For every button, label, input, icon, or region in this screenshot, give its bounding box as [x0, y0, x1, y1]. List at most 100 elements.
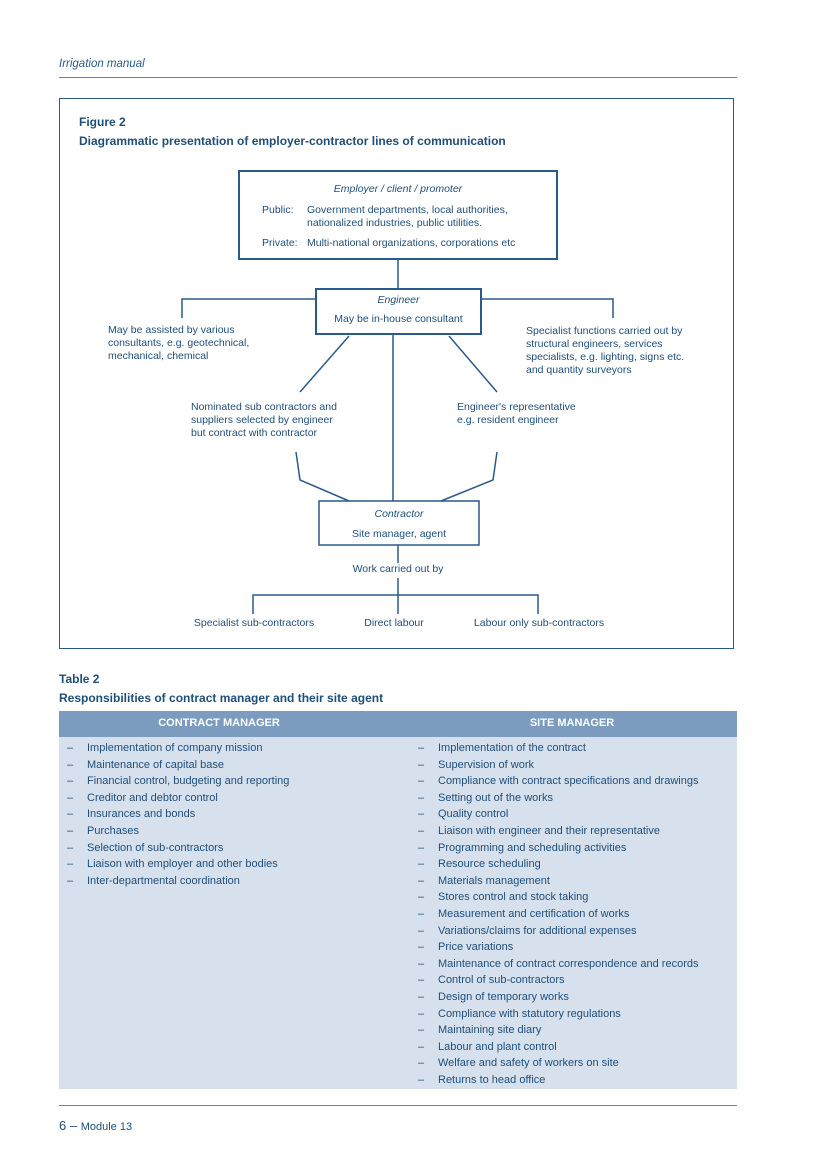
- list-item: –Programming and scheduling activities: [418, 840, 699, 857]
- dash-bullet: –: [67, 758, 74, 771]
- list-item: –Supervision of work: [418, 757, 699, 774]
- dash-bullet: –: [418, 858, 425, 871]
- list-item-text: Insurances and bonds: [87, 808, 196, 821]
- list-item: –Design of temporary works: [418, 989, 699, 1006]
- list-item: –Selection of sub-contractors: [67, 840, 289, 857]
- list-item: –Welfare and safety of workers on site: [418, 1055, 699, 1072]
- left-note-line-1: May be assisted by various: [108, 324, 235, 336]
- nominated-path-lower: [295, 451, 350, 502]
- list-item-text: Supervision of work: [438, 758, 534, 771]
- list-item: –Resource scheduling: [418, 856, 699, 873]
- dash-bullet: –: [418, 924, 425, 937]
- right-note-line-1: Specialist functions carried out by: [526, 325, 683, 337]
- dash-bullet: –: [67, 775, 74, 788]
- list-item-text: Setting out of the works: [438, 791, 553, 804]
- table-title: Responsibilities of contract manager and…: [59, 691, 384, 705]
- list-item-text: Implementation of company mission: [87, 742, 263, 754]
- header-rule: [59, 77, 737, 78]
- representative-path-lower: [440, 451, 498, 502]
- list-item: –Compliance with contract specifications…: [418, 773, 699, 790]
- left-consultant-connector: [181, 298, 316, 318]
- list-item-text: Labour and plant control: [438, 1040, 557, 1053]
- branch-specialist: Specialist sub-contractors: [193, 617, 315, 629]
- contract-manager-list: –Implementation of company mission–Maint…: [67, 740, 289, 889]
- dash-bullet: –: [418, 1057, 425, 1070]
- list-item: –Quality control: [418, 806, 699, 823]
- public-line-1: Government departments, local authoritie…: [307, 204, 508, 216]
- list-item: –Purchases: [67, 823, 289, 840]
- footer-separator: –: [69, 1118, 78, 1133]
- right-specialist-connector: [481, 298, 614, 318]
- private-label: Private:: [262, 237, 298, 249]
- right-note-line-4: and quantity surveyors: [526, 364, 632, 376]
- header-site-manager: SITE MANAGER: [529, 717, 615, 729]
- list-item-text: Maintenance of contract correspondence a…: [438, 957, 699, 970]
- dash-bullet: –: [418, 841, 425, 854]
- list-item: –Price variations: [418, 939, 699, 956]
- left-note-line-2: consultants, e.g. geotechnical,: [108, 337, 250, 349]
- dash-bullet: –: [67, 858, 74, 871]
- list-item: –Liaison with engineer and their represe…: [418, 823, 699, 840]
- table-header-row: CONTRACT MANAGER SITE MANAGER: [59, 711, 737, 737]
- list-item-text: Liaison with engineer and their represen…: [438, 824, 660, 837]
- public-label: Public:: [262, 204, 294, 216]
- list-item: –Insurances and bonds: [67, 806, 289, 823]
- dash-bullet: –: [418, 758, 425, 771]
- dash-bullet: –: [67, 874, 74, 887]
- contractor-subtitle: Site manager, agent: [352, 528, 446, 540]
- rep-note-line-1: Engineer's representative: [457, 401, 576, 413]
- dash-bullet: –: [418, 891, 425, 904]
- dash-bullet: –: [418, 990, 425, 1003]
- list-item-text: Maintaining site diary: [438, 1024, 542, 1037]
- dash-bullet: –: [418, 775, 425, 788]
- dash-bullet: –: [67, 791, 74, 804]
- dash-bullet: –: [418, 1024, 425, 1037]
- list-item-text: Programming and scheduling activities: [438, 841, 627, 854]
- list-item-text: Compliance with statutory regulations: [438, 1007, 621, 1020]
- responsibilities-table: CONTRACT MANAGER SITE MANAGER – Implement…: [59, 711, 737, 1089]
- list-item: –Creditor and debtor control: [67, 790, 289, 807]
- engineer-title: Engineer: [377, 294, 420, 306]
- dash-bullet: –: [418, 957, 425, 970]
- list-item: –Financial control, budgeting and report…: [67, 773, 289, 790]
- list-item: –Labour and plant control: [418, 1039, 699, 1056]
- list-item-text: Selection of sub-contractors: [87, 841, 224, 854]
- dash-bullet: –: [418, 941, 425, 954]
- dash-bullet: –: [418, 1040, 425, 1053]
- dash-bullet: –: [418, 1007, 425, 1020]
- work-carried-out-label: Work carried out by: [352, 563, 444, 575]
- list-item-text: Measurement and certification of works: [438, 907, 630, 920]
- engineer-subtitle: May be in-house consultant: [334, 313, 463, 325]
- list-item: –Setting out of the works: [418, 790, 699, 807]
- rep-note-line-2: e.g. resident engineer: [457, 414, 559, 426]
- figure-label: Figure 2: [79, 115, 126, 129]
- figure-title: Diagrammatic presentation of employer-co…: [79, 134, 506, 148]
- list-item-text: Design of temporary works: [438, 990, 569, 1003]
- page-number: 6: [59, 1118, 67, 1133]
- list-item-text: Quality control: [438, 808, 509, 821]
- dash-bullet: –: [418, 974, 425, 987]
- list-item-text: Creditor and debtor control: [87, 791, 218, 804]
- nominated-note-line-2: suppliers selected by engineer: [191, 414, 333, 426]
- public-line-2: nationalized industries, public utilitie…: [307, 217, 483, 229]
- figure-frame: [59, 98, 734, 649]
- page-footer: 6 – Module 13: [59, 1118, 132, 1133]
- list-item: –Stores control and stock taking: [418, 889, 699, 906]
- dash-bullet: –: [418, 874, 425, 887]
- dash-bullet: –: [418, 808, 425, 821]
- module-label: Module 13: [80, 1121, 133, 1133]
- header-contract-manager: CONTRACT MANAGER: [158, 717, 280, 729]
- list-item-text: Financial control, budgeting and reporti…: [87, 775, 290, 788]
- list-item: –Maintenance of contract correspondence …: [418, 956, 699, 973]
- representative-path: [448, 335, 498, 393]
- nominated-path: [299, 335, 350, 393]
- contractor-title: Contractor: [374, 508, 424, 520]
- list-item: –Returns to head office: [418, 1072, 699, 1089]
- list-item-text: Materials management: [438, 874, 550, 887]
- list-item-text: Price variations: [438, 941, 514, 954]
- nominated-note-line-3: but contract with contractor: [191, 427, 318, 439]
- nominated-note-line-1: Nominated sub contractors and: [191, 401, 337, 413]
- list-item: –Materials management: [418, 873, 699, 890]
- dash-bullet: –: [418, 824, 425, 837]
